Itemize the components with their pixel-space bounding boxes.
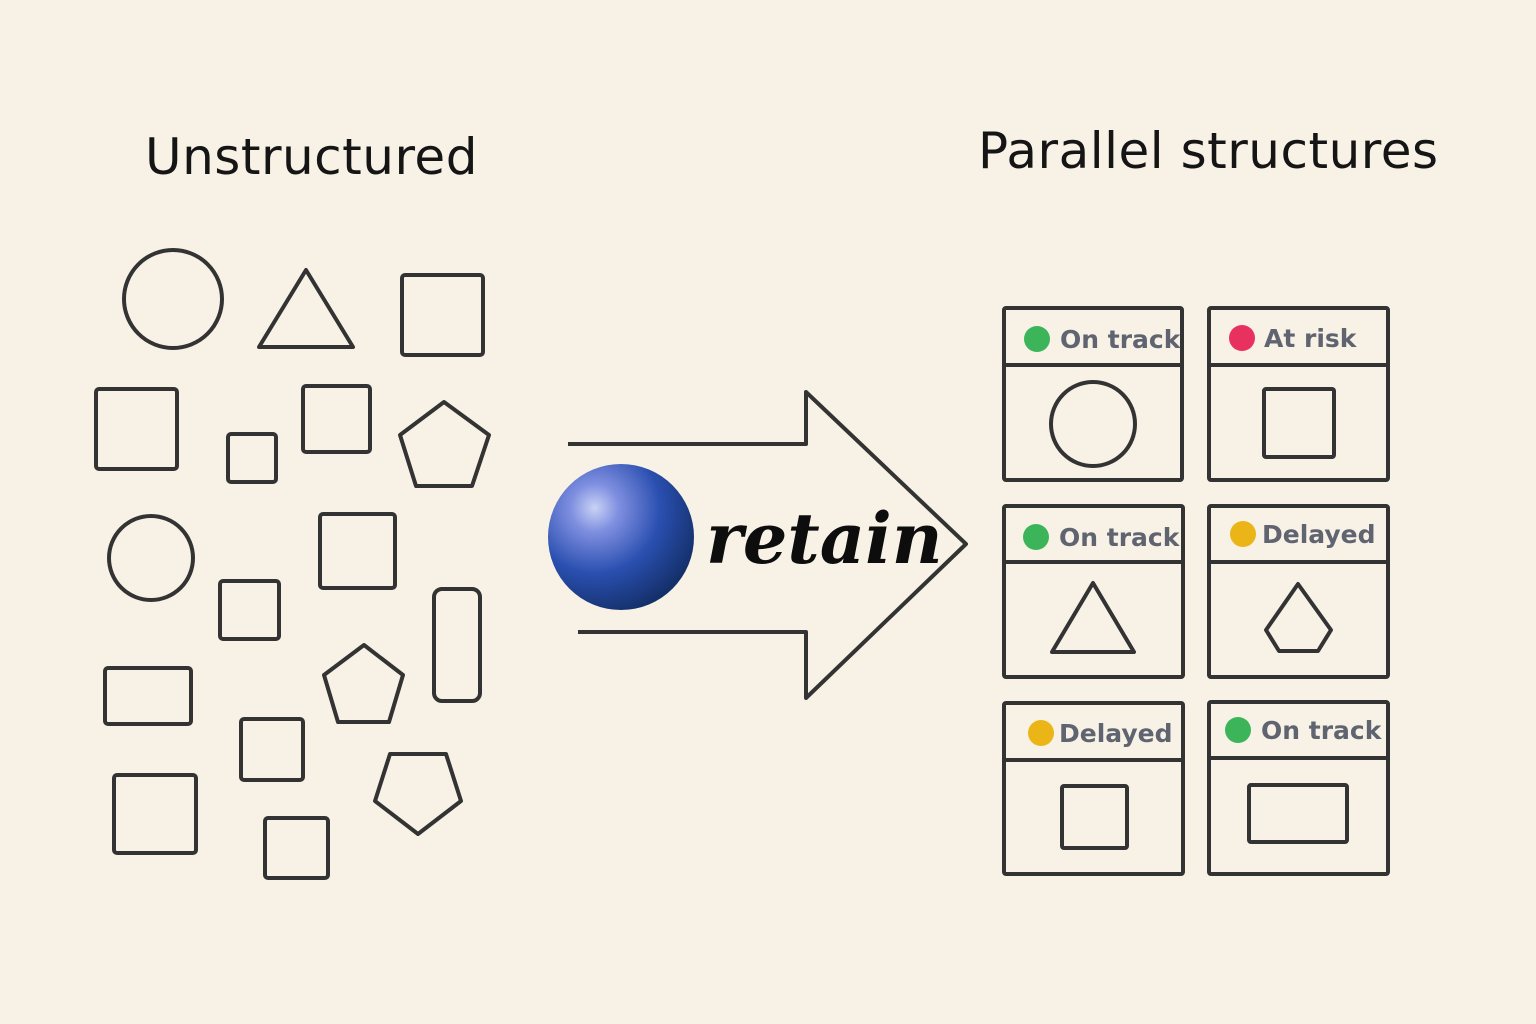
status-dot-icon (1230, 521, 1256, 547)
triangle-shape (257, 268, 355, 349)
status-card: On track (1002, 306, 1184, 482)
pentagon-shape (322, 643, 405, 724)
blue-sphere-icon (548, 464, 694, 610)
pentagon-shape (1264, 582, 1333, 653)
circle-shape (122, 248, 224, 350)
status-card: On track (1207, 700, 1390, 876)
square-shape (1060, 784, 1129, 850)
status-card: Delayed (1207, 504, 1390, 679)
parallel-structures-heading: Parallel structures (978, 122, 1439, 180)
pentagon-shape (373, 752, 463, 836)
status-label: On track (1059, 523, 1181, 552)
status-label: On track (1261, 716, 1383, 745)
square-shape (1262, 387, 1336, 459)
status-label: At risk (1264, 324, 1358, 353)
status-card: Delayed (1002, 701, 1185, 876)
square-shape (94, 387, 179, 471)
status-dot-icon (1225, 717, 1251, 743)
unstructured-shapes (94, 248, 491, 880)
status-dot-icon (1023, 524, 1049, 550)
square-shape (318, 512, 397, 590)
pill-shape (432, 587, 482, 703)
circle-shape (107, 514, 195, 602)
square-shape (239, 717, 305, 782)
square-shape (226, 432, 278, 484)
square-shape (218, 579, 281, 641)
status-label: Delayed (1059, 719, 1173, 748)
status-card: On track (1002, 504, 1185, 679)
pentagon-shape (398, 400, 491, 488)
square-shape (263, 816, 330, 880)
status-dot-icon (1028, 720, 1054, 746)
rectangle-shape (103, 666, 193, 726)
cards-grid: On track At risk On track Delayed (1002, 306, 1390, 876)
status-label: On track (1060, 325, 1182, 354)
status-dot-icon (1229, 325, 1255, 351)
square-shape (112, 773, 198, 855)
arrow-icon (568, 390, 968, 700)
unstructured-heading: Unstructured (145, 128, 478, 186)
status-card: At risk (1207, 306, 1390, 482)
rectangle-shape (1247, 783, 1349, 844)
square-shape (400, 273, 485, 357)
triangle-shape (1050, 581, 1136, 654)
status-dot-icon (1024, 326, 1050, 352)
circle-shape (1049, 380, 1137, 468)
logo-text: retain (706, 497, 943, 580)
square-shape (301, 384, 372, 454)
status-label: Delayed (1262, 520, 1376, 549)
